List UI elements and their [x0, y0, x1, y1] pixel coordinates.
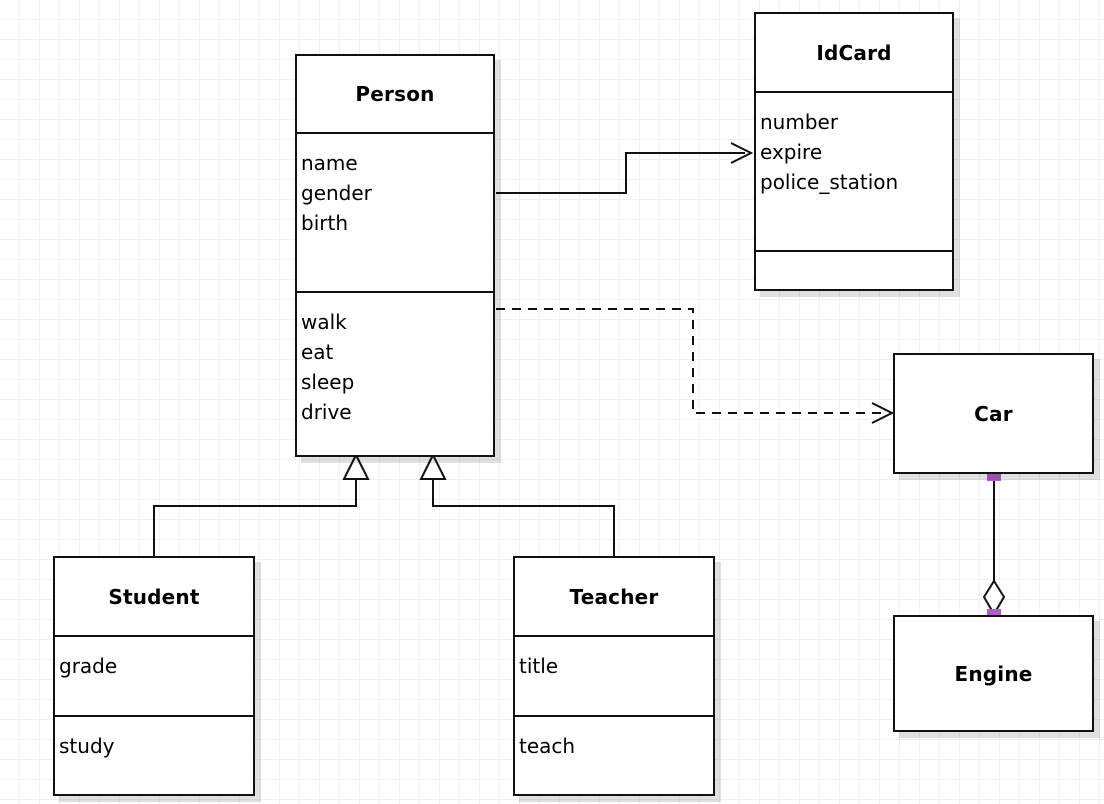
- class-person-attributes: name gender birth: [297, 132, 493, 290]
- method: study: [59, 733, 115, 758]
- class-idcard-name: IdCard: [816, 40, 892, 65]
- class-student-name: Student: [108, 584, 200, 609]
- class-teacher-attributes: title: [515, 635, 713, 714]
- method: walk: [301, 309, 347, 334]
- class-student-title: Student: [55, 558, 253, 635]
- class-person[interactable]: Person name gender birth walk eat sleep …: [295, 54, 495, 457]
- class-engine[interactable]: Engine: [893, 615, 1094, 732]
- class-engine-title: Engine: [895, 617, 1092, 730]
- attribute: birth: [301, 211, 348, 236]
- attribute: expire: [760, 140, 823, 164]
- class-idcard-title: IdCard: [756, 14, 952, 91]
- method: eat: [301, 339, 334, 364]
- class-car-title: Car: [895, 355, 1092, 472]
- attribute: name: [301, 151, 358, 176]
- method: teach: [519, 733, 576, 758]
- method: drive: [301, 399, 352, 424]
- class-idcard-attributes: number expire police_station: [756, 91, 952, 250]
- class-person-name: Person: [355, 82, 435, 107]
- edge-person-car[interactable]: [496, 308, 895, 424]
- edge-teacher-person[interactable]: [419, 452, 615, 556]
- class-teacher[interactable]: Teacher title teach: [513, 556, 715, 796]
- class-teacher-title: Teacher: [515, 558, 713, 635]
- class-student-methods: study: [55, 714, 253, 794]
- class-teacher-name: Teacher: [569, 584, 659, 609]
- edge-student-person[interactable]: [153, 452, 370, 556]
- class-car-name: Car: [974, 401, 1013, 426]
- class-car[interactable]: Car: [893, 353, 1094, 474]
- class-person-title: Person: [297, 56, 493, 132]
- class-idcard-methods: [756, 250, 952, 289]
- class-student[interactable]: Student grade study: [53, 556, 255, 796]
- class-student-attributes: grade: [55, 635, 253, 714]
- attribute: title: [519, 654, 559, 679]
- edge-person-idcard[interactable]: [496, 142, 754, 194]
- class-engine-name: Engine: [954, 661, 1033, 686]
- edge-car-engine[interactable]: [982, 467, 1006, 623]
- attribute: police_station: [760, 170, 899, 194]
- class-idcard[interactable]: IdCard number expire police_station: [754, 12, 954, 291]
- method: sleep: [301, 369, 355, 394]
- attribute: gender: [301, 181, 372, 206]
- attribute: number: [760, 110, 839, 134]
- class-teacher-methods: teach: [515, 714, 713, 794]
- attribute: grade: [59, 654, 118, 679]
- class-person-methods: walk eat sleep drive: [297, 290, 493, 455]
